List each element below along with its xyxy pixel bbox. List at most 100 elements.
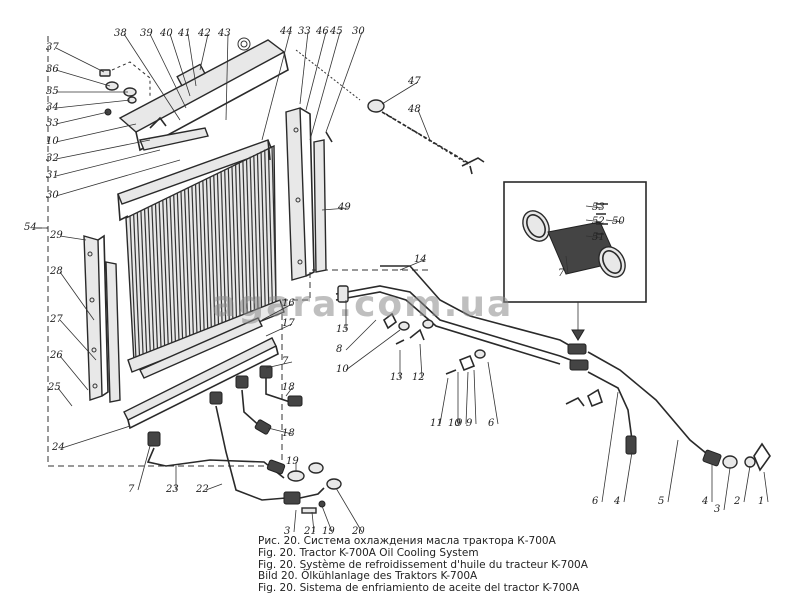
callout-leader <box>261 31 291 141</box>
callout-number: 38 <box>114 28 127 39</box>
callout-number: 52 <box>592 216 605 227</box>
callout-number: 37 <box>46 42 59 53</box>
caption-french: Fig. 20. Système de refroidissement d'hu… <box>258 558 588 571</box>
callout-leader <box>623 451 633 503</box>
callout-number: 42 <box>197 28 211 39</box>
callout-number: 18 <box>282 428 295 439</box>
callout-number: 8 <box>336 344 342 355</box>
callout-number: 10 <box>46 136 59 147</box>
callout-leader <box>487 361 499 425</box>
callout-leader <box>585 235 603 239</box>
connector-parts <box>287 462 342 514</box>
callout-leader <box>299 31 309 105</box>
callout-number: 4 <box>701 496 708 507</box>
callout-number: 41 <box>177 28 191 39</box>
callout-number: 51 <box>592 232 605 243</box>
inset-pointer-head <box>571 329 585 341</box>
radiator-fin <box>238 162 245 317</box>
callout-leader <box>417 109 431 141</box>
callout-number: 3 <box>714 504 720 515</box>
callout-leader <box>585 205 603 209</box>
radiator-fin <box>147 207 155 353</box>
callout-number: 26 <box>49 350 63 361</box>
radiator-fin <box>231 165 238 320</box>
radiator-core <box>117 139 285 373</box>
callout-number: 5 <box>658 496 664 507</box>
inset-hose-detail <box>503 181 647 303</box>
callout-leader <box>55 69 111 87</box>
lower-hoses <box>146 405 325 505</box>
radiator-fin <box>176 192 184 342</box>
callout-number: 20 <box>351 526 365 537</box>
callout-leader <box>149 33 187 109</box>
callout-number: 45 <box>329 26 343 37</box>
radiator-fin <box>198 181 205 333</box>
callout-number: 33 <box>46 118 59 129</box>
radiator-fin <box>216 172 223 326</box>
callout-leader <box>55 99 131 109</box>
callout-number: 9 <box>456 418 463 429</box>
callout-number: 12 <box>412 372 425 383</box>
callout-leader <box>285 387 293 397</box>
callout-number: 34 <box>46 102 59 113</box>
callout-number: 4 <box>613 496 620 507</box>
callout-number: 39 <box>140 28 153 39</box>
radiator-fin <box>224 169 230 323</box>
callout-number: 36 <box>46 64 59 75</box>
pipe-clamps <box>382 312 603 408</box>
callout-leader <box>55 123 137 143</box>
watermark: agara.com.ua <box>212 284 513 325</box>
callout-number: 24 <box>51 442 65 453</box>
callout-number: 50 <box>612 216 625 227</box>
caption-german: Bild 20. Ölkühlanlage des Traktors K-700… <box>258 570 478 583</box>
right-side-frame <box>285 107 333 281</box>
callout-number: 2 <box>733 496 740 507</box>
radiator-fin <box>169 196 177 345</box>
callout-leader <box>137 445 151 491</box>
callout-leader <box>601 391 619 503</box>
radiator-fin <box>245 158 252 315</box>
radiator-fin <box>191 185 198 336</box>
callout-number: 48 <box>407 104 421 115</box>
callout-leader <box>305 31 327 111</box>
upper-frame-bar <box>118 37 289 152</box>
callout-number: 11 <box>430 418 443 429</box>
radiator-fin <box>213 174 220 327</box>
radiator-fin <box>256 153 263 310</box>
callout-leader <box>321 207 349 211</box>
callout-leader <box>309 31 341 141</box>
callout-leader <box>59 235 87 241</box>
callout-leader <box>605 219 623 223</box>
radiator-fin <box>151 205 159 352</box>
callout-leader <box>743 465 751 503</box>
callout-number: 6 <box>488 418 495 429</box>
callout-number: 3 <box>284 526 290 537</box>
callout-leader <box>59 355 89 391</box>
callout-number: 25 <box>47 382 61 393</box>
radiator-fin <box>162 199 169 348</box>
radiator-fin <box>234 163 241 319</box>
callout-leader <box>61 425 131 449</box>
radiator-fin <box>260 151 266 309</box>
bracket-32 <box>139 116 209 151</box>
callout-leader <box>439 377 449 425</box>
callout-number: 32 <box>46 153 59 164</box>
callout-leader <box>55 47 105 73</box>
callout-number: 47 <box>407 76 421 87</box>
radiator-fin <box>253 154 259 312</box>
callout-leader <box>293 509 297 533</box>
callout-number: 19 <box>286 456 299 467</box>
callout-number: 53 <box>592 202 605 213</box>
radiator-fin <box>143 208 151 355</box>
callout-number: 35 <box>46 86 59 97</box>
callout-number: 44 <box>279 26 293 37</box>
radiator-fin <box>249 156 256 313</box>
callout-leader <box>473 369 477 425</box>
radiator-fin <box>264 149 270 307</box>
radiator-fin <box>271 145 277 305</box>
callout-leader <box>345 319 377 351</box>
callout-leader <box>225 33 229 121</box>
callout-number: 16 <box>282 298 295 309</box>
radiator-fin <box>205 178 212 330</box>
callout-leader <box>199 33 209 71</box>
